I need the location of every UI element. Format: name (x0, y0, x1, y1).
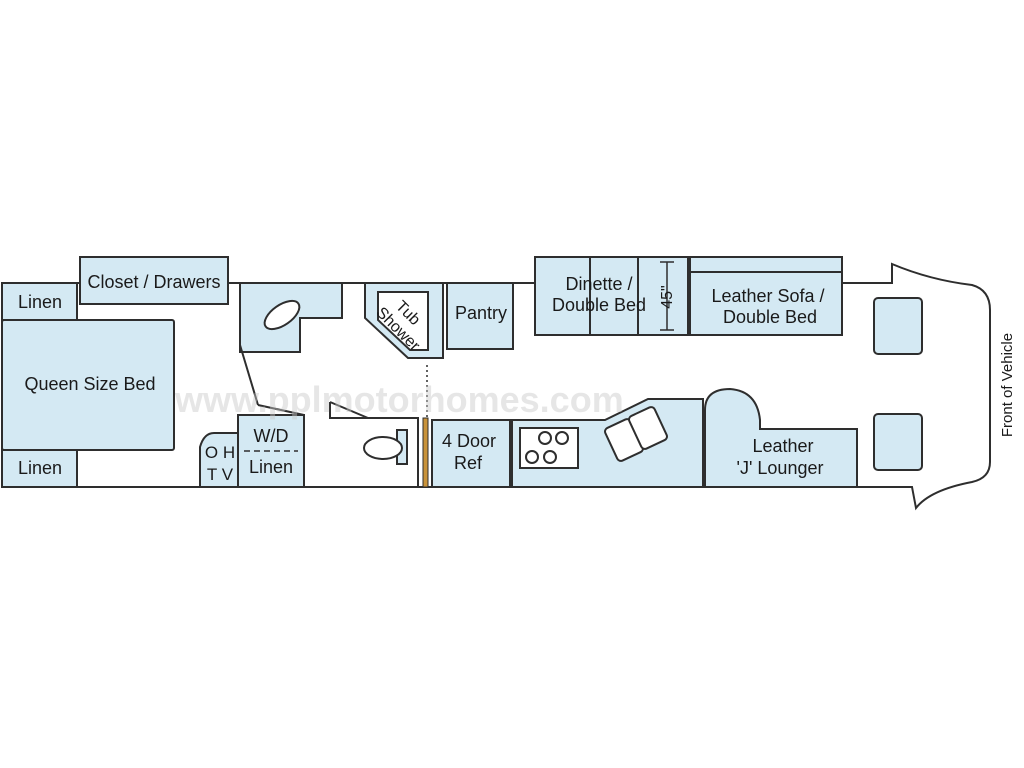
label-dimension: 45" (659, 285, 676, 308)
burner-icon (525, 450, 539, 464)
label-wd-2: Linen (249, 457, 293, 477)
linen-cabinet-top (1, 282, 78, 321)
label-wd-1: W/D (254, 426, 289, 446)
burner-icon (538, 431, 552, 445)
bath-door (239, 344, 259, 406)
label-ref-2: Ref (454, 453, 483, 473)
galley-sink-bowl (628, 406, 668, 450)
tub-basin (377, 291, 429, 351)
toilet-room-wall (257, 402, 419, 487)
label-ref-1: 4 Door (442, 431, 496, 451)
label-dinette-2: Double Bed (552, 295, 646, 315)
burner-icon (543, 450, 557, 464)
label-lounger-2: 'J' Lounger (737, 458, 824, 478)
burner-icon (555, 431, 569, 445)
label-pantry: Pantry (455, 303, 507, 323)
driver-seat (873, 413, 923, 471)
toilet-door (329, 401, 369, 419)
closet-drawers (79, 256, 229, 305)
label-oh-tv-2: T V (207, 465, 234, 484)
label-closet-drawers: Closet / Drawers (87, 272, 220, 292)
label-dinette-1: Dinette / (565, 274, 632, 294)
pocket-door (422, 417, 429, 488)
toilet-icon (363, 436, 403, 460)
queen-bed (1, 319, 175, 451)
dimension-line (660, 261, 674, 331)
oh-tv-cabinet (199, 432, 239, 488)
label-sofa-2: Double Bed (723, 307, 817, 327)
label-sofa-1: Leather Sofa / (711, 286, 824, 306)
dinette-dividers (589, 257, 639, 335)
leather-sofa-double-bed (689, 256, 843, 336)
pantry (446, 282, 514, 350)
watermark: www.pplmotorhomes.com (174, 379, 624, 420)
four-door-refrigerator (431, 419, 511, 488)
leather-j-lounger (704, 387, 858, 488)
dinette-double-bed (534, 256, 689, 336)
label-linen-top: Linen (18, 292, 62, 312)
label-queen-bed: Queen Size Bed (24, 374, 155, 394)
label-lounger-1: Leather (752, 436, 813, 456)
passenger-seat (873, 297, 923, 355)
label-oh-tv-1: O H (205, 443, 235, 462)
label-front-of-vehicle: Front of Vehicle (999, 333, 1016, 437)
sink-icon (263, 299, 301, 331)
linen-cabinet-bottom (1, 449, 78, 488)
label-linen-bottom: Linen (18, 458, 62, 478)
